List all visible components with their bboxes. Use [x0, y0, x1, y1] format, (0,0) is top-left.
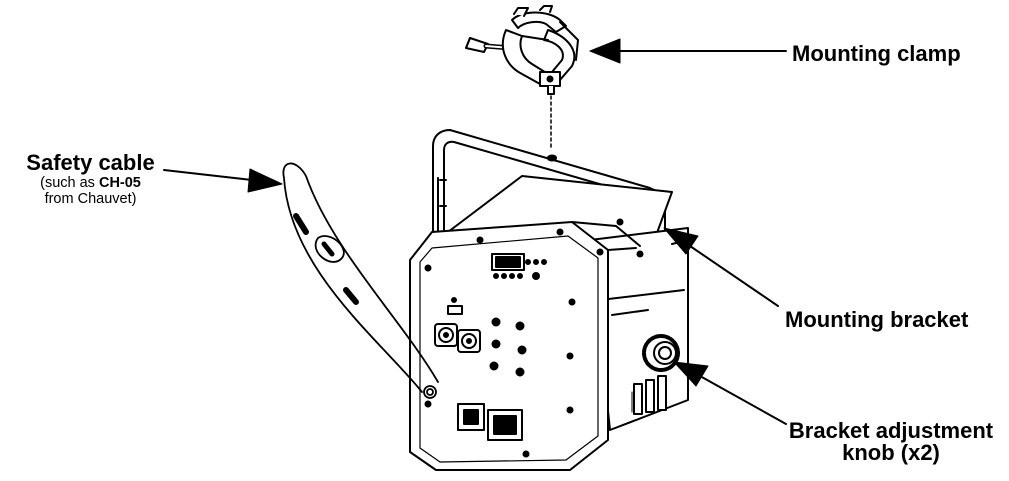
safety-cable-note: (such as CH-05: [8, 176, 173, 191]
safety-cable-source: from Chauvet): [44, 190, 137, 207]
safety-cable-model: CH-05: [98, 175, 141, 191]
bracket-knob-label: Bracket adjustment knob (x2): [772, 420, 1009, 464]
safety-cable: [282, 162, 439, 399]
bracket-knob-label-line1: Bracket adjustment: [788, 418, 994, 443]
callout-arrows: [163, 38, 787, 425]
bracket-knob: [642, 334, 680, 372]
safety-cable-label: Safety cable: [26, 150, 155, 175]
mounting-bracket-label: Mounting bracket: [785, 307, 969, 332]
safety-cable-label-group: Safety cable (such as CH-05 from Chauvet…: [8, 152, 173, 206]
mounting-clamp: [465, 5, 579, 151]
bracket-knob-label-line2: knob (x2): [842, 440, 940, 465]
mounting-clamp-label: Mounting clamp: [792, 41, 961, 66]
safety-cable-note-prefix: (such as: [40, 175, 99, 191]
fixture-body: [409, 129, 689, 471]
